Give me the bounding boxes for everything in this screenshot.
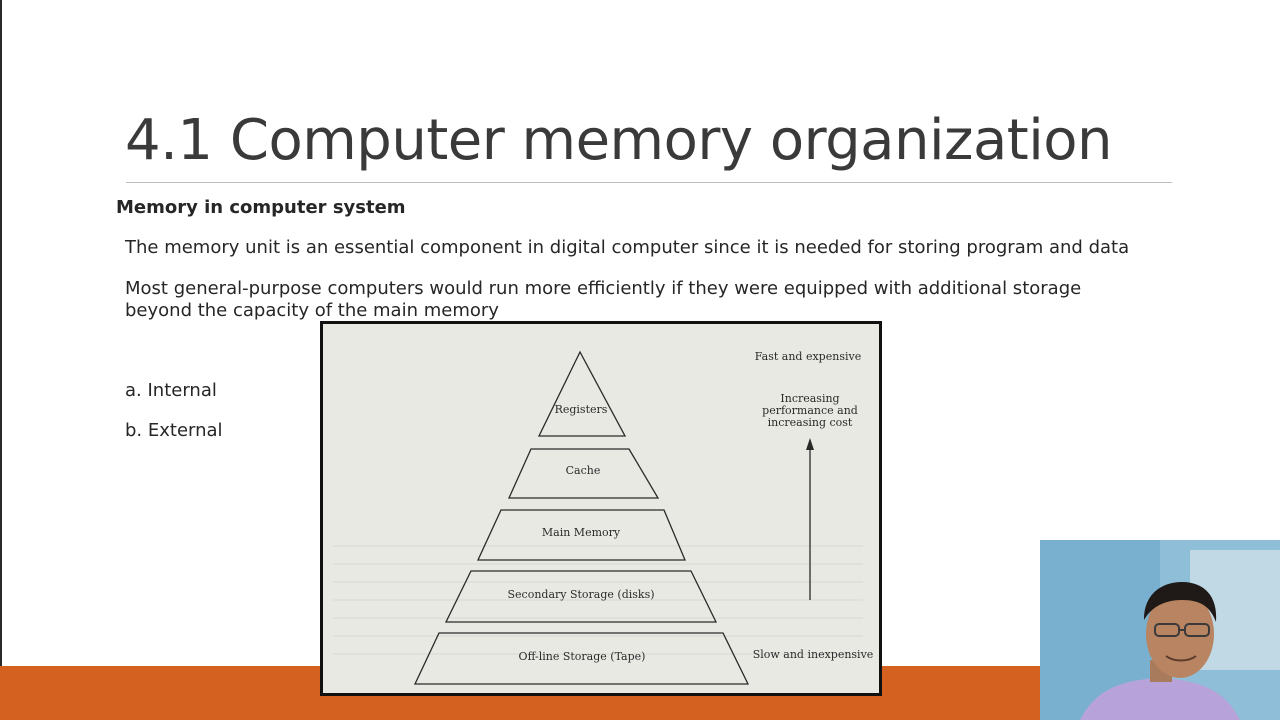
pyramid-level-cache — [507, 448, 660, 499]
level-label-main-memory: Main Memory — [541, 526, 621, 539]
paragraph-additional-storage: Most general-purpose computers would run… — [125, 278, 1082, 321]
pyramid-level-offline-storage — [413, 632, 750, 685]
level-label-secondary-storage: Secondary Storage (disks) — [507, 588, 655, 601]
level-label-cache: Cache — [565, 464, 601, 477]
pyramid-level-main-memory — [476, 509, 686, 561]
list-item-internal: a. Internal — [125, 380, 217, 401]
memory-pyramid-diagram — [333, 350, 863, 685]
presenter-webcam — [1040, 540, 1280, 720]
fast-expensive-label: Fast and expensive — [754, 350, 862, 363]
pyramid-level-secondary-storage — [444, 570, 718, 623]
increasing-performance-label: Increasing performance and increasing co… — [762, 392, 858, 429]
pyramid-level-registers — [537, 350, 627, 437]
upward-arrow — [806, 438, 814, 600]
slide-title: 4.1 Computer memory organization — [125, 108, 1113, 173]
level-label-registers: Registers — [554, 403, 608, 416]
presenter-video-frame — [1040, 540, 1280, 720]
slow-inexpensive-label: Slow and inexpensive — [752, 648, 874, 661]
section-heading: Memory in computer system — [116, 197, 406, 218]
list-item-external: b. External — [125, 420, 223, 441]
memory-hierarchy-figure: Registers Cache Main Memory Secondary St… — [320, 321, 882, 696]
scan-noise — [333, 545, 863, 655]
paragraph-memory-unit: The memory unit is an essential componen… — [125, 237, 1130, 258]
title-divider — [126, 182, 1172, 183]
level-label-offline-storage: Off-line Storage (Tape) — [518, 650, 646, 663]
slide-left-border — [0, 0, 2, 720]
